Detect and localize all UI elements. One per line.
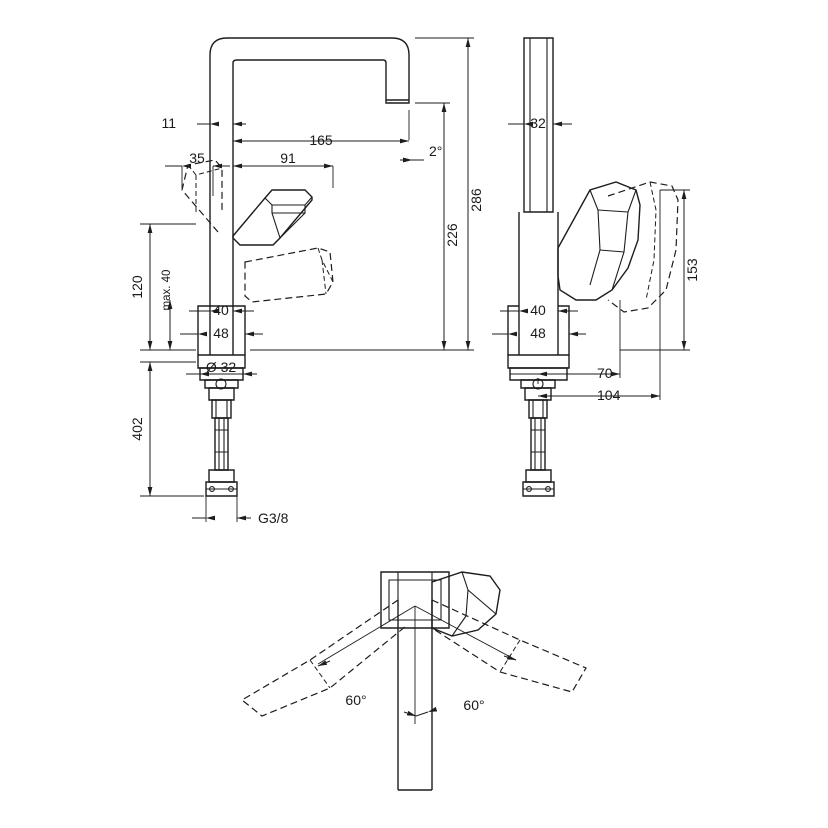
side-dim-32-label: 32 bbox=[530, 115, 546, 131]
front-dim-35-label: 35 bbox=[189, 150, 205, 166]
front-dim-91-label: 91 bbox=[280, 150, 296, 166]
side-dim-153-label: 153 bbox=[684, 258, 700, 282]
front-dim-2deg-label: 2° bbox=[429, 143, 442, 159]
side-dim-104-label: 104 bbox=[597, 387, 621, 403]
front-view-geometry bbox=[181, 37, 410, 497]
side-dim-40-label: 40 bbox=[530, 302, 546, 318]
front-dim-g38-label: G3/8 bbox=[258, 510, 289, 526]
front-dim-40-label: 40 bbox=[213, 302, 229, 318]
front-dim-226-label: 226 bbox=[444, 223, 460, 247]
front-view-dimensions: 11 165 2° 35 91 286 bbox=[129, 37, 484, 526]
side-dim-70-label: 70 bbox=[597, 365, 613, 381]
side-view-dimensions: 32 153 40 48 70 104 bbox=[492, 105, 700, 403]
top-dim-60deg-right-label: 60° bbox=[463, 697, 484, 713]
side-view-geometry bbox=[507, 37, 679, 497]
front-dim-diam32-label: Ø 32 bbox=[206, 359, 237, 375]
front-dim-165-label: 165 bbox=[309, 132, 333, 148]
top-view-dimensions: 60° 60° bbox=[317, 654, 517, 717]
front-dim-48-label: 48 bbox=[213, 325, 229, 341]
side-dim-48-label: 48 bbox=[530, 325, 546, 341]
top-dim-60deg-left-label: 60° bbox=[345, 692, 366, 708]
front-dim-286-label: 286 bbox=[468, 188, 484, 212]
front-dim-11-label: 11 bbox=[161, 115, 176, 131]
top-view-geometry bbox=[240, 571, 587, 791]
front-dim-402-label: 402 bbox=[129, 417, 145, 441]
front-dim-120-label: 120 bbox=[129, 275, 145, 299]
front-dim-max40-label: max. 40 bbox=[161, 270, 173, 311]
